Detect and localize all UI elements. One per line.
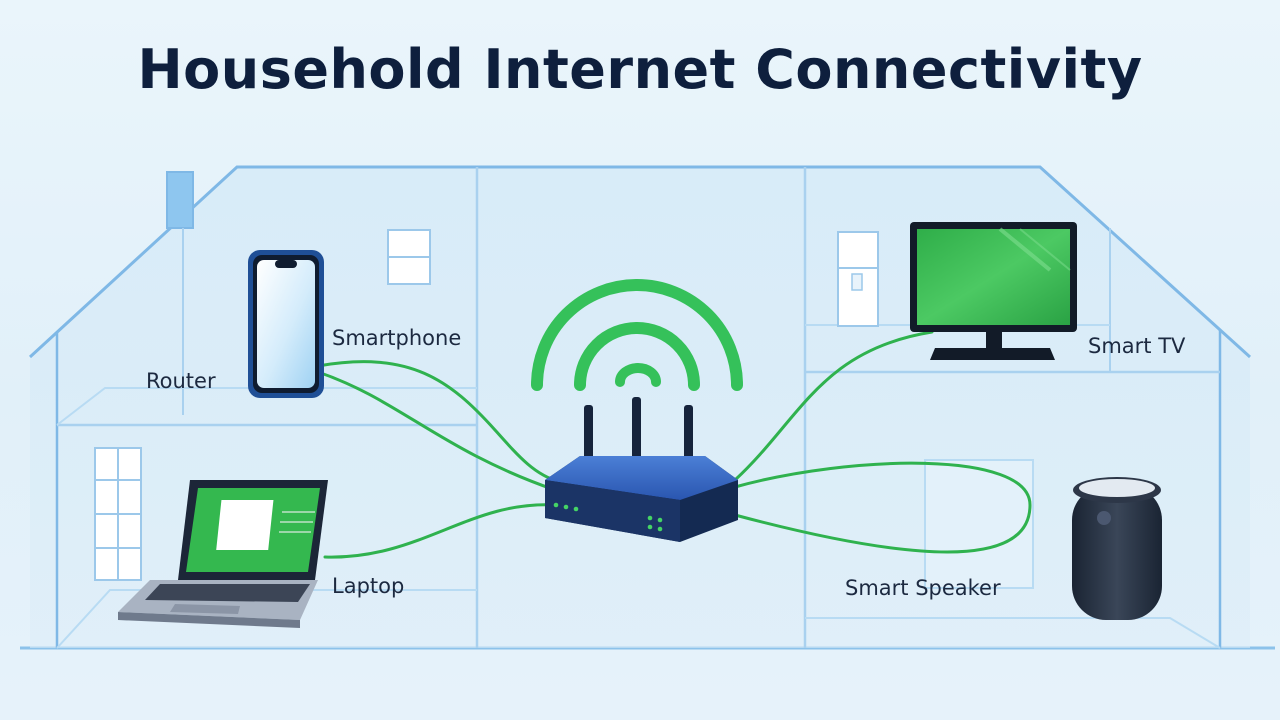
connection-smartphone (316, 360, 562, 484)
smart-speaker-icon (1072, 477, 1162, 620)
connection-laptop (323, 503, 557, 559)
label-laptop: Laptop (332, 574, 405, 598)
window-lower-left (94, 447, 142, 581)
laptop-icon (118, 480, 328, 628)
label-router: Router (146, 369, 216, 393)
window-upper-left (387, 229, 431, 285)
router-icon (545, 397, 738, 542)
smartphone-icon (248, 250, 324, 398)
smart-tv-icon (910, 222, 1077, 360)
diagram-title: Household Internet Connectivity (137, 38, 1143, 101)
connection-smart-tv (733, 330, 934, 482)
wifi-signal-icon (531, 279, 743, 391)
connection-lines (316, 330, 1032, 559)
window-upper-right (837, 231, 879, 327)
connection-smart-speaker (733, 461, 1032, 554)
connection-router-left (316, 370, 557, 492)
label-smart-tv: Smart TV (1088, 334, 1186, 358)
label-smart-speaker: Smart Speaker (845, 576, 1001, 600)
label-smartphone: Smartphone (332, 326, 462, 350)
